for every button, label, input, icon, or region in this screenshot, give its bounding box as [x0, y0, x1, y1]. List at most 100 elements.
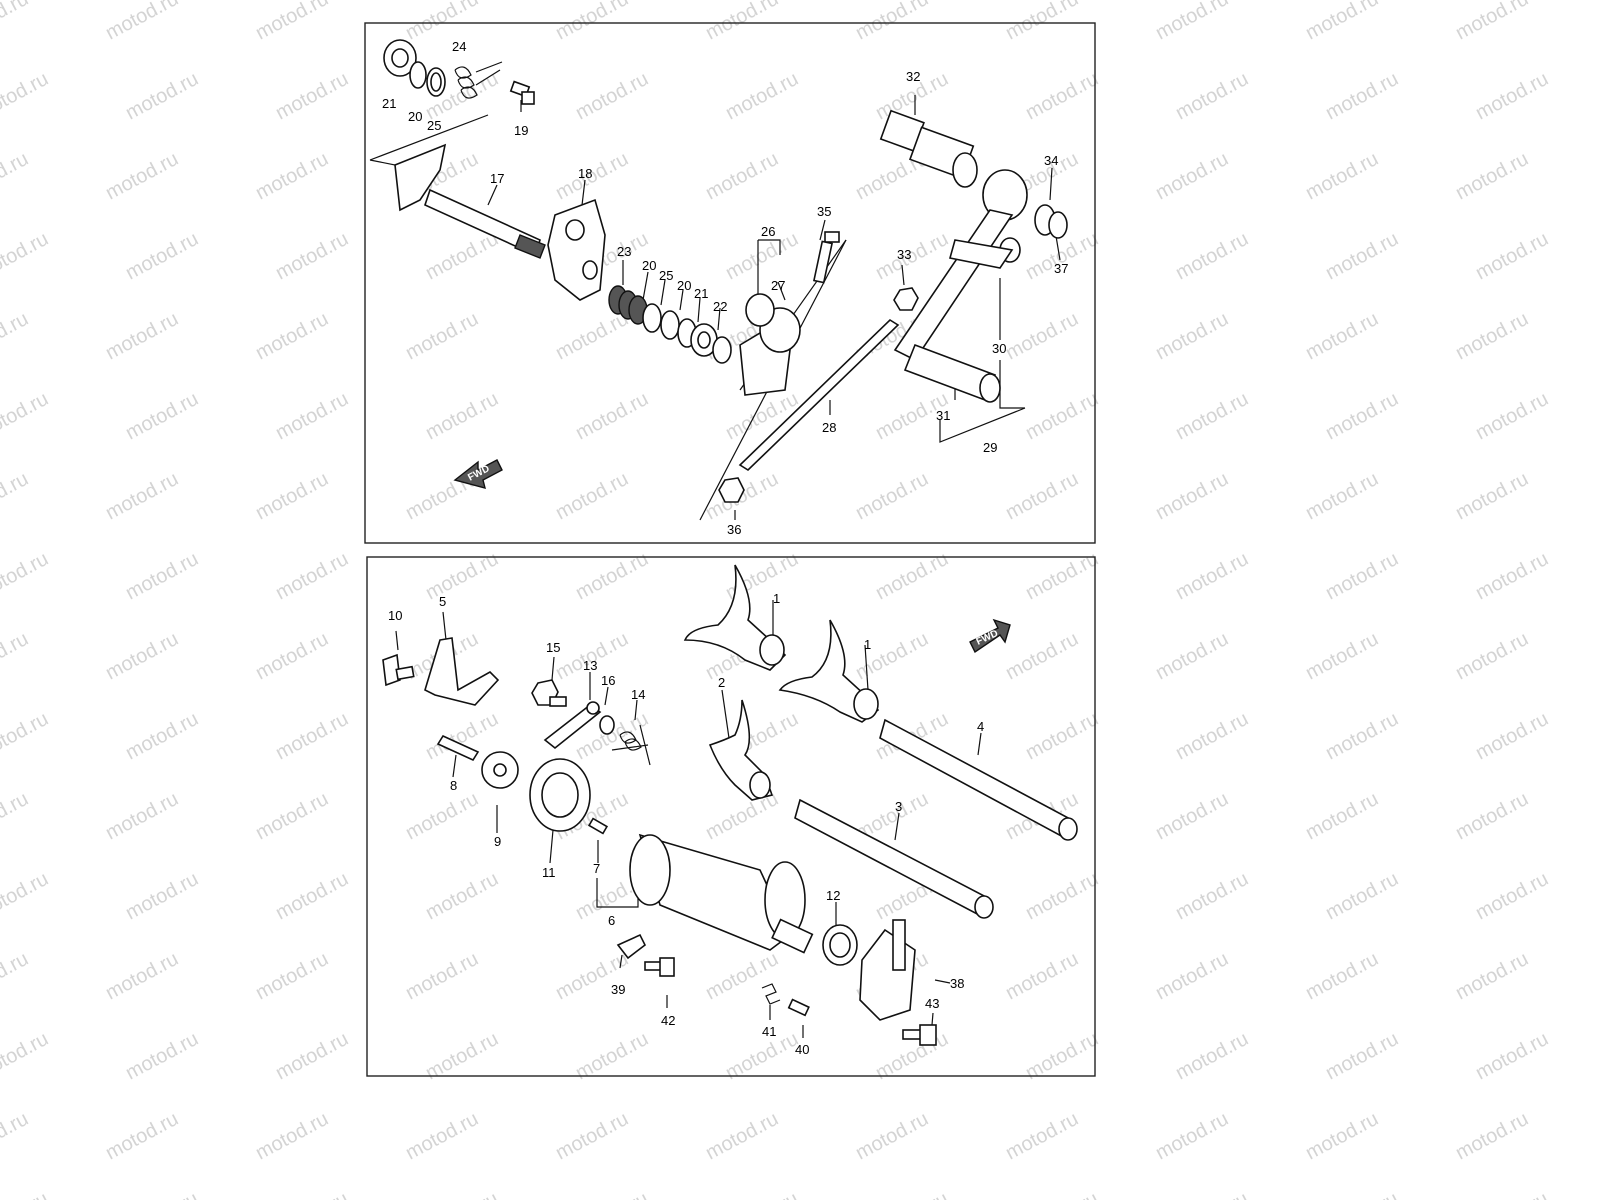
callout-15: 15: [546, 640, 560, 655]
washers-20-25: [642, 303, 697, 348]
cam-9: [481, 751, 519, 789]
watermark-text: motod.ru: [0, 708, 52, 764]
callout-40: 40: [795, 1042, 809, 1057]
callout-20: 20: [642, 258, 656, 273]
callout-3: 3: [895, 799, 902, 814]
watermark-text: motod.ru: [552, 0, 632, 44]
callout-8: 8: [450, 778, 457, 793]
watermark-text: motod.ru: [272, 68, 352, 124]
drum-6: [629, 833, 814, 954]
watermark-text: motod.ru: [1022, 1188, 1102, 1200]
fwd-arrow-upper: FWD: [453, 459, 503, 489]
watermark-text: motod.ru: [402, 308, 482, 364]
watermark-text: motod.ru: [1322, 548, 1402, 604]
watermark-text: motod.ru: [0, 948, 32, 1004]
watermark-text: motod.ru: [572, 1188, 652, 1200]
watermark-text: motod.ru: [402, 1108, 482, 1164]
callout-11: 11: [542, 865, 556, 880]
watermark-text: motod.ru: [1002, 468, 1082, 524]
watermark-text: motod.ru: [252, 0, 332, 44]
watermark-text: motod.ru: [1472, 708, 1552, 764]
watermark-text: motod.ru: [252, 148, 332, 204]
watermark-text: motod.ru: [422, 868, 502, 924]
screw-43: [902, 1024, 937, 1046]
watermark-text: motod.ru: [1152, 788, 1232, 844]
callout-32: 32: [906, 69, 920, 84]
watermark-text: motod.ru: [1002, 308, 1082, 364]
watermark-text: motod.ru: [1322, 1028, 1402, 1084]
watermark-text: motod.ru: [402, 788, 482, 844]
watermark-text: motod.ru: [722, 1188, 802, 1200]
watermark-text: motod.ru: [1022, 708, 1102, 764]
watermark-text: motod.ru: [1322, 868, 1402, 924]
watermark-text: motod.ru: [1322, 228, 1402, 284]
watermark-text: motod.ru: [122, 1188, 202, 1200]
watermark-text: motod.ru: [1152, 308, 1232, 364]
callout-5: 5: [439, 594, 446, 609]
watermark-text: motod.ru: [252, 788, 332, 844]
callout-39: 39: [611, 982, 625, 997]
clamp-39: [616, 933, 647, 960]
watermark-text: motod.ru: [1452, 948, 1532, 1004]
callout-24: 24: [452, 39, 466, 54]
watermark-text: motod.ru: [1472, 1188, 1552, 1200]
watermark-text: motod.ru: [1172, 708, 1252, 764]
watermark-text: motod.ru: [422, 388, 502, 444]
watermark-text: motod.ru: [722, 68, 802, 124]
watermark-text: motod.ru: [252, 1108, 332, 1164]
watermark-text: motod.ru: [1472, 1028, 1552, 1084]
watermark-text: motod.ru: [0, 548, 52, 604]
callout-22: 22: [713, 299, 727, 314]
washer-20-top: [409, 61, 427, 89]
callout-7: 7: [593, 861, 600, 876]
screw-42: [644, 957, 675, 977]
stopper-plate-5: [424, 637, 500, 706]
callout-34: 34: [1044, 153, 1058, 168]
watermark-text: motod.ru: [422, 228, 502, 284]
screw-10: [382, 653, 415, 687]
watermark-text: motod.ru: [0, 148, 32, 204]
watermark-text: motod.ru: [1152, 148, 1232, 204]
watermark-text: motod.ru: [1172, 548, 1252, 604]
stopper-13: [543, 701, 602, 750]
upper-panel: FWD 21 20 25 24 19 17 18 23 20 25 20 21 …: [364, 22, 1096, 544]
rod-28: [718, 318, 900, 503]
callout-17: 17: [490, 171, 504, 186]
callout-23: 23: [617, 244, 631, 259]
watermark-text: motod.ru: [1172, 868, 1252, 924]
callout-26: 26: [761, 224, 775, 239]
watermark-text: motod.ru: [0, 228, 52, 284]
watermark-text: motod.ru: [1172, 68, 1252, 124]
watermark-text: motod.ru: [1302, 948, 1382, 1004]
watermark-text: motod.ru: [1152, 468, 1232, 524]
watermark-text: motod.ru: [102, 788, 182, 844]
watermark-text: motod.ru: [252, 948, 332, 1004]
callout-43: 43: [925, 996, 939, 1011]
callout-13: 13: [583, 658, 597, 673]
callout-21: 21: [382, 96, 396, 111]
bolt-19: [509, 80, 535, 105]
watermark-text: motod.ru: [1322, 68, 1402, 124]
fork-1b: [778, 619, 880, 723]
watermark-text: motod.ru: [702, 1108, 782, 1164]
watermark-text: motod.ru: [1172, 228, 1252, 284]
watermark-text: motod.ru: [1322, 388, 1402, 444]
watermark-text: motod.ru: [1302, 468, 1382, 524]
watermark-text: motod.ru: [852, 468, 932, 524]
watermark-text: motod.ru: [702, 0, 782, 44]
lower-panel: FWD 10 5 15 13 16 14 8 9 11 7 6 1 1 2 4 …: [366, 556, 1096, 1077]
lower-labels: 10 5 15 13 16 14 8 9 11 7 6 1 1 2 4 3 12…: [388, 591, 984, 1057]
watermark-text: motod.ru: [0, 1188, 52, 1200]
callout-20: 20: [408, 109, 422, 124]
watermark-text: motod.ru: [1452, 308, 1532, 364]
callout-4: 4: [977, 719, 984, 734]
watermark-text: motod.ru: [122, 868, 202, 924]
callout-41: 41: [762, 1024, 776, 1039]
gearshift-arm-26: [739, 293, 801, 396]
watermark-text: motod.ru: [1172, 388, 1252, 444]
watermark-text: motod.ru: [1302, 0, 1382, 44]
watermark-text: motod.ru: [1472, 68, 1552, 124]
callout-25: 25: [427, 118, 441, 133]
